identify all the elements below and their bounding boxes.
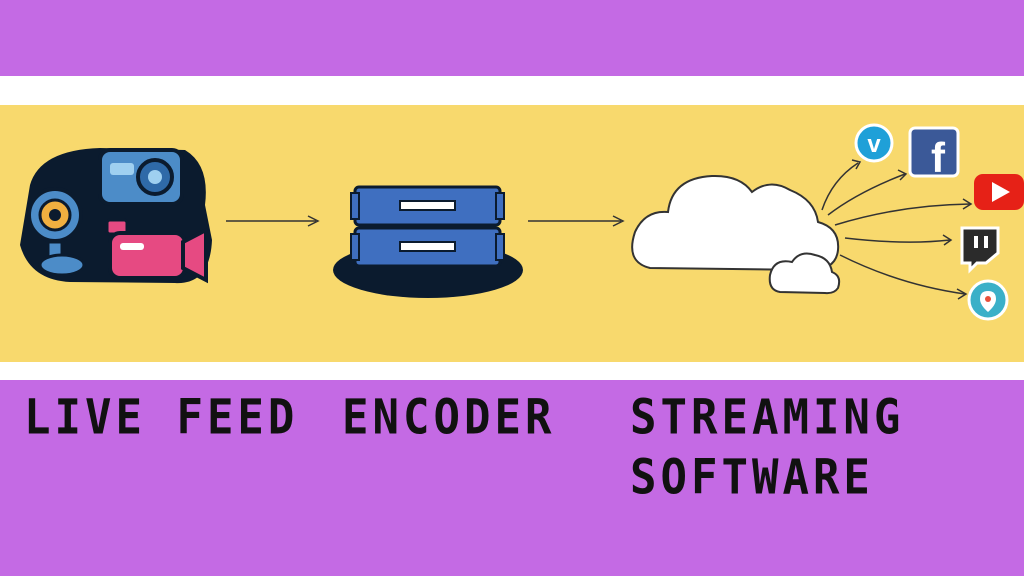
vimeo-glyph: v <box>867 131 881 158</box>
bottom-band <box>0 380 1024 576</box>
label-live-feed: LIVE FEED <box>24 389 299 446</box>
arrow-1 <box>226 215 320 227</box>
periscope-icon <box>967 279 1009 321</box>
encoder-device-icon <box>333 185 523 298</box>
youtube-icon <box>974 174 1024 210</box>
white-strip-top <box>0 76 1024 108</box>
distribution-arrows <box>821 159 973 300</box>
cloud-icon <box>631 174 841 295</box>
cameras-icon <box>20 148 212 284</box>
label-streaming: STREAMING <box>630 389 905 446</box>
label-software: SOFTWARE <box>630 449 874 506</box>
label-encoder: ENCODER <box>342 389 556 446</box>
top-band <box>0 0 1024 76</box>
arrow-2 <box>528 215 625 227</box>
twitch-icon <box>960 226 1000 274</box>
facebook-icon: f <box>908 126 960 181</box>
vimeo-icon: v <box>854 123 894 163</box>
white-strip-bottom <box>0 362 1024 382</box>
facebook-glyph: f <box>931 134 946 181</box>
